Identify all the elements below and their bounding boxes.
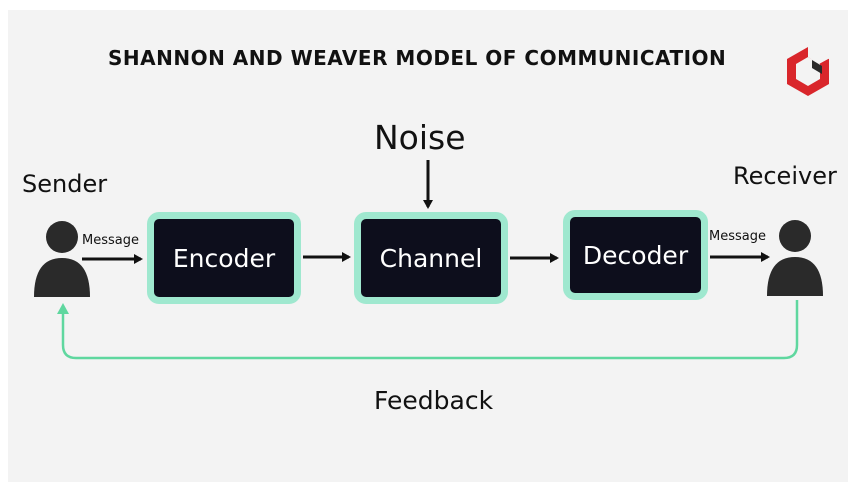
feedback-loop-line (57, 300, 799, 360)
decoder-box: Decoder (563, 210, 708, 300)
brand-logo-icon (787, 45, 830, 96)
receiver-label: Receiver (733, 162, 837, 190)
channel-label: Channel (379, 243, 483, 273)
channel-box: Channel (354, 212, 508, 304)
message-label-left: Message (82, 233, 139, 248)
diagram-title: SHANNON AND WEAVER MODEL OF COMMUNICATIO… (108, 46, 727, 70)
message-label-right: Message (709, 229, 766, 244)
encoder-box: Encoder (147, 212, 301, 304)
receiver-person-icon (767, 220, 823, 296)
sender-label: Sender (22, 170, 108, 198)
sender-person-icon (34, 221, 90, 297)
feedback-label: Feedback (374, 386, 494, 415)
noise-label: Noise (374, 118, 466, 157)
decoder-label: Decoder (582, 240, 689, 270)
encoder-label: Encoder (172, 243, 276, 273)
